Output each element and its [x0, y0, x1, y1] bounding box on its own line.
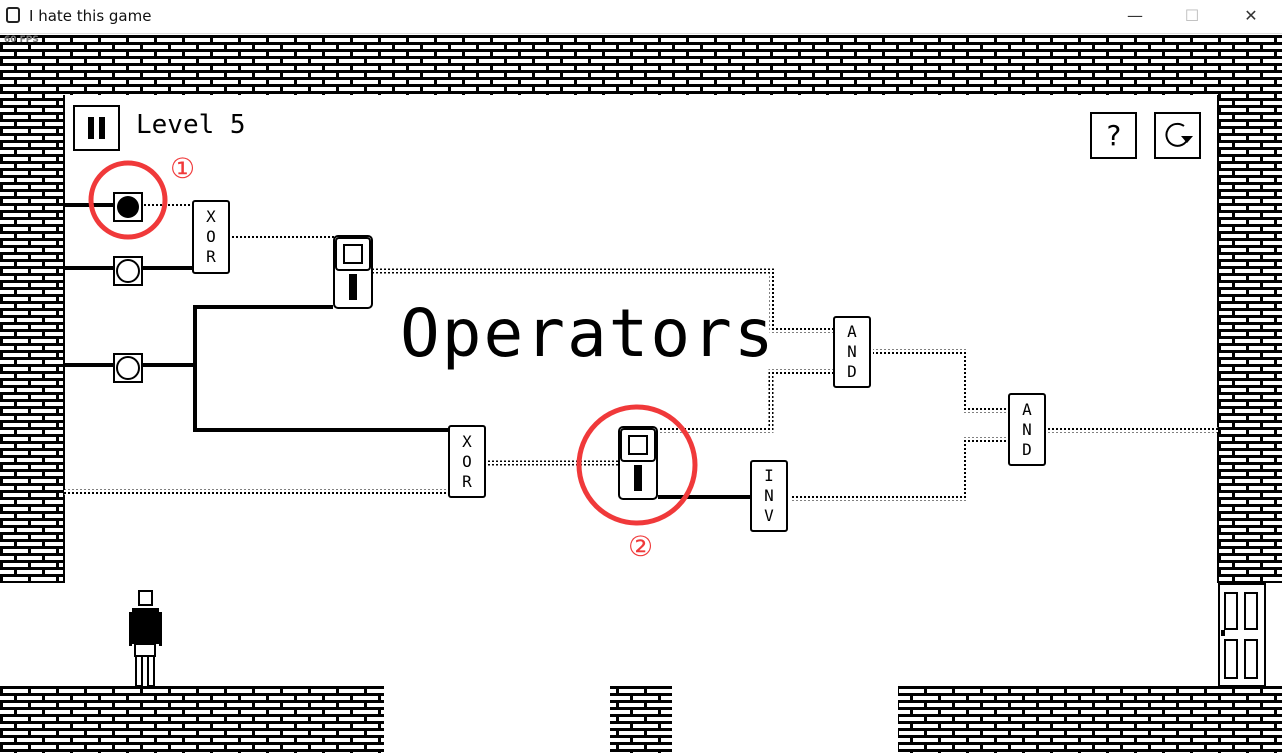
- gate-letter: X: [462, 431, 472, 451]
- door[interactable]: [1218, 583, 1266, 687]
- gate-letter: N: [764, 486, 774, 505]
- lever-1[interactable]: [333, 235, 373, 309]
- gate-letter: D: [847, 362, 857, 381]
- gate-letter: D: [1022, 439, 1032, 459]
- right-wall: [1218, 95, 1282, 583]
- app-icon: [6, 7, 20, 23]
- close-button[interactable]: ✕: [1244, 6, 1258, 25]
- left-wall: [0, 95, 64, 583]
- window-titlebar: I hate this game — ☐ ✕: [0, 0, 1282, 34]
- pause-icon: [88, 117, 105, 139]
- annotation-circle-1: [88, 160, 168, 240]
- annotation-label-2: ②: [628, 530, 654, 563]
- floor-right: [898, 686, 1282, 753]
- help-button[interactable]: ?: [1090, 112, 1137, 159]
- puzzle-title: Operators: [400, 295, 776, 372]
- switch-1[interactable]: [113, 192, 143, 222]
- fps-counter: 60 FPS: [4, 35, 39, 45]
- gate-letter: A: [847, 322, 857, 341]
- lever-2[interactable]: [618, 426, 658, 500]
- gate-letter: N: [1022, 419, 1032, 439]
- window-title: I hate this game: [29, 7, 152, 25]
- level-label: Level 5: [136, 110, 246, 140]
- top-wall: [0, 35, 1282, 95]
- restart-icon: [1165, 122, 1193, 147]
- brick-walls: [0, 35, 1282, 753]
- annotation-label-1: ①: [170, 152, 196, 185]
- gate-letter: R: [206, 247, 216, 266]
- gate-letter: O: [462, 451, 472, 471]
- maximize-button[interactable]: ☐: [1184, 6, 1200, 25]
- switch-2[interactable]: [113, 256, 143, 286]
- restart-button[interactable]: [1154, 112, 1201, 159]
- gate-letter: X: [206, 207, 216, 226]
- gate-letter: A: [1022, 399, 1032, 419]
- annotation-circle-2: [576, 404, 698, 526]
- switch-3[interactable]: [113, 353, 143, 383]
- floor-middle: [610, 686, 672, 753]
- minimize-button[interactable]: —: [1127, 6, 1143, 25]
- floor-left: [0, 686, 384, 753]
- gate-letter: I: [764, 466, 774, 485]
- gate-letter: N: [847, 342, 857, 361]
- gate-letter: R: [462, 471, 472, 491]
- gate-letter: O: [206, 227, 216, 246]
- player-character: [129, 590, 162, 687]
- pause-button[interactable]: [73, 105, 120, 151]
- gate-letter: V: [764, 506, 774, 525]
